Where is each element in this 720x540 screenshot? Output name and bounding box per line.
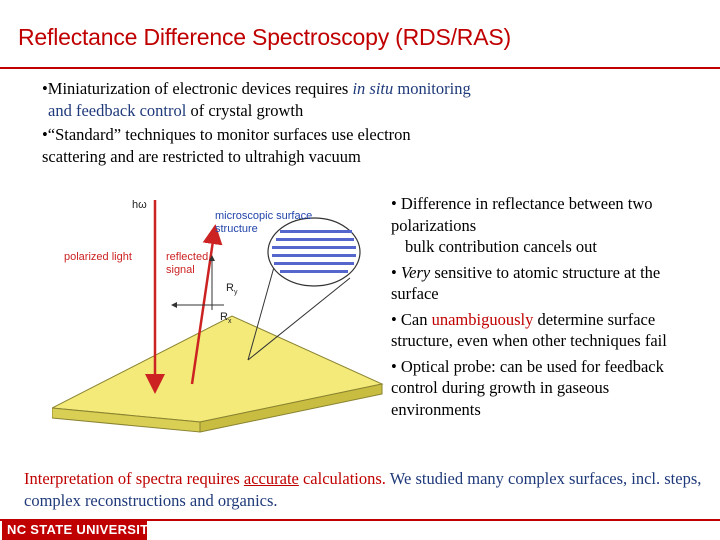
zoom-line-2 — [247, 277, 351, 361]
rx-subscript: x — [228, 318, 232, 325]
title-divider — [0, 67, 720, 69]
h-omega-label: hω — [132, 199, 147, 211]
rds-diagram: hω microscopic surface structure polariz… — [52, 199, 384, 433]
in-situ-text: in situ — [352, 79, 394, 98]
rx-label: R — [220, 311, 228, 323]
bullet-optical-probe: • Optical probe: can be used for feedbac… — [391, 356, 664, 419]
bullet-sensitive: • Very sensitive to atomic structure at … — [391, 262, 661, 304]
bullet-miniaturization-line2: and feedback control of crystal growth — [48, 100, 304, 120]
ncsu-logo: NC STATE UNIVERSITY — [2, 520, 157, 540]
reflected-signal-label: reflected — [166, 251, 208, 263]
footer-divider — [0, 519, 720, 521]
micro-structure-label: microscopic surface — [215, 210, 312, 222]
ry-label: R — [226, 282, 234, 294]
accurate-text: accurate — [243, 469, 299, 488]
bullet-difference-sub: bulk contribution cancels out — [405, 237, 597, 256]
top-bullets: •Miniaturization of electronic devices r… — [42, 78, 682, 167]
crystal-slab-top — [52, 315, 384, 423]
crystal-slab-side — [199, 383, 383, 433]
right-bullets: • Difference in reflectance between two … — [391, 193, 701, 424]
ry-subscript: y — [234, 289, 238, 296]
bullet-difference: • Difference in reflectance between two … — [391, 194, 653, 256]
polarized-light-label: polarized light — [64, 251, 132, 263]
zoom-ellipse — [267, 217, 361, 287]
slide-title: Reflectance Difference Spectroscopy (RDS… — [18, 24, 511, 50]
micro-structure-label-2: structure — [215, 223, 258, 235]
bullet-standard-line2: scattering and are restricted to ultrahi… — [42, 146, 361, 166]
reflected-signal-label-2: signal — [166, 264, 195, 276]
bullet-unambiguous: • Can unambiguously determine surface st… — [391, 309, 667, 351]
surface-structure-icon — [272, 230, 356, 273]
bullet-standard: •“Standard” techniques to monitor surfac… — [42, 125, 411, 144]
bullet-miniaturization: •Miniaturization of electronic devices r… — [42, 79, 471, 98]
bottom-summary: Interpretation of spectra requires accur… — [24, 469, 702, 510]
